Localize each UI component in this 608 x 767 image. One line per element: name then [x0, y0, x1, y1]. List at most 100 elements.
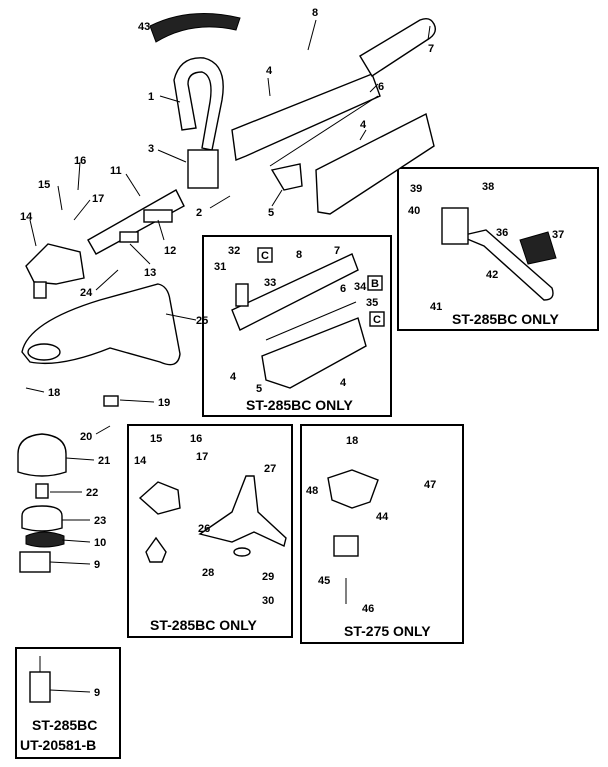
inset-bearing-drawing	[333, 535, 359, 557]
callout-39: 39	[410, 183, 422, 195]
callout-19: 19	[158, 397, 170, 409]
handle-clamp-drawing	[187, 149, 219, 189]
spring-drawing	[35, 483, 49, 499]
spool-housing-drawing	[17, 433, 67, 477]
callout-23: 23	[94, 515, 106, 527]
callout-48: 48	[306, 485, 318, 497]
callout-13: 13	[144, 267, 156, 279]
callout-34: 34	[354, 281, 367, 293]
callout-8: 8	[312, 7, 318, 19]
inset-assist-handle-drawing	[457, 229, 554, 301]
callout-16-inset: 16	[190, 433, 202, 445]
callout-21: 21	[98, 455, 110, 467]
callout-10: 10	[94, 537, 106, 549]
inset-upper-housing-drawing	[231, 253, 359, 331]
callout-3: 3	[148, 143, 154, 155]
callout-1: 1	[148, 91, 154, 103]
inset-arbor-shaft-drawing	[29, 671, 51, 703]
drive-cable-drawing	[269, 95, 379, 167]
callout-24: 24	[80, 287, 93, 299]
callout-2: 2	[196, 207, 202, 219]
inset-lower-housing-drawing	[261, 317, 367, 389]
callout-15: 15	[38, 179, 50, 191]
caption-st285bc-handle: ST-285BC ONLY	[452, 311, 560, 327]
callout-6-inset: 6	[340, 283, 346, 295]
callout-5: 5	[268, 207, 274, 219]
callout-4-lower: 4	[360, 119, 367, 131]
callout-25: 25	[196, 315, 208, 327]
caption-st285bc-arbor: ST-285BC	[32, 717, 97, 733]
callout-14: 14	[20, 211, 33, 223]
callout-36: 36	[496, 227, 508, 239]
tube-decal-drawing	[119, 231, 139, 243]
callout-20: 20	[80, 431, 92, 443]
callout-44: 44	[376, 511, 389, 523]
callout-4-inset-a: 4	[230, 371, 237, 383]
callout-35: 35	[366, 297, 378, 309]
callout-40: 40	[408, 205, 420, 217]
lower-housing-drawing	[315, 112, 435, 215]
inset-box-st285bc-arbor	[15, 647, 121, 759]
inner-reel-drawing	[25, 531, 65, 548]
tube-label-drawing	[143, 209, 173, 223]
callout-11: 11	[110, 165, 122, 177]
decal-strip-drawing	[149, 13, 241, 43]
callout-7-inset: 7	[334, 245, 340, 257]
upper-housing-drawing	[231, 73, 381, 161]
reference-letters: C B C	[257, 247, 385, 327]
callout-47: 47	[424, 479, 436, 491]
ref-letter-b: B	[371, 278, 379, 290]
callout-45: 45	[318, 575, 330, 587]
callout-14-inset: 14	[134, 455, 147, 467]
callout-5-inset: 5	[256, 383, 262, 395]
caption-drawing-number: UT-20581-B	[20, 737, 96, 753]
callout-9-inset: 9	[94, 687, 100, 699]
callout-43: 43	[138, 21, 150, 33]
callout-33: 33	[264, 277, 276, 289]
caption-st285bc-blade: ST-285BC ONLY	[150, 617, 258, 633]
callout-12: 12	[164, 245, 176, 257]
inset-box-st285bc-handle	[397, 167, 599, 331]
callout-6: 6	[378, 81, 384, 93]
callout-38: 38	[482, 181, 494, 193]
inset-bracket-drawing	[441, 207, 469, 245]
inset-gear-head-drawing	[138, 481, 181, 515]
inset-blade-drawing-shape	[198, 475, 287, 547]
inset-nut-drawing	[145, 536, 167, 563]
callout-8-inset: 8	[296, 249, 302, 261]
callout-9: 9	[94, 559, 100, 571]
callout-46: 46	[362, 603, 374, 615]
caption-st285bc-shaft: ST-285BC ONLY	[246, 397, 354, 413]
callout-18-inset: 18	[346, 435, 358, 447]
inset-box-st285bc-blade	[127, 424, 293, 638]
bump-knob-drawing	[19, 551, 51, 573]
caption-st275: ST-275 ONLY	[344, 623, 431, 639]
guard-drawing	[21, 283, 181, 366]
callout-22: 22	[86, 487, 98, 499]
callout-17: 17	[92, 193, 104, 205]
callout-41: 41	[430, 301, 442, 313]
trimmer-drawing	[17, 13, 437, 573]
inset-grip-drawing	[519, 231, 557, 265]
throttle-lever-drawing	[270, 163, 303, 191]
inset-box-st285bc-shaft	[202, 235, 392, 417]
callout-16: 16	[74, 155, 86, 167]
callout-30: 30	[262, 595, 274, 607]
lower-tube-drawing	[87, 189, 185, 255]
inset-washer-drawing	[233, 547, 251, 557]
callout-18: 18	[48, 387, 60, 399]
gear-head-drawing	[25, 243, 85, 285]
callout-15-inset: 15	[150, 433, 162, 445]
inset-cable-drawing	[265, 301, 357, 341]
callout-4-inset-b: 4	[340, 377, 347, 389]
callout-26: 26	[198, 523, 210, 535]
inset-switch-drawing	[235, 283, 249, 307]
callout-28: 28	[202, 567, 214, 579]
inset-blade-drawing	[138, 475, 287, 563]
loop-handle-drawing	[173, 57, 224, 151]
ref-letter-c-top: C	[261, 250, 269, 262]
spool-drawing	[21, 505, 63, 532]
guard-hole-drawing	[27, 343, 61, 361]
callout-17-inset: 17	[196, 451, 208, 463]
